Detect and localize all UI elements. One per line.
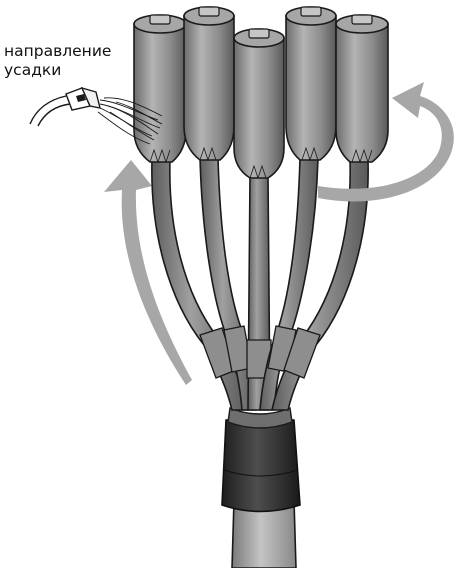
core-1 (152, 160, 248, 410)
shrink-direction-label-line2: усадки (4, 61, 61, 80)
cap-4 (286, 7, 336, 160)
cap-1 (134, 15, 186, 162)
heat-gun-icon (30, 88, 100, 126)
cap-3 (234, 29, 284, 178)
cap-2 (184, 7, 234, 160)
cap-5 (336, 15, 388, 162)
shrink-direction-label-line1: направление (4, 42, 111, 61)
shrink-tube-base (222, 408, 300, 512)
